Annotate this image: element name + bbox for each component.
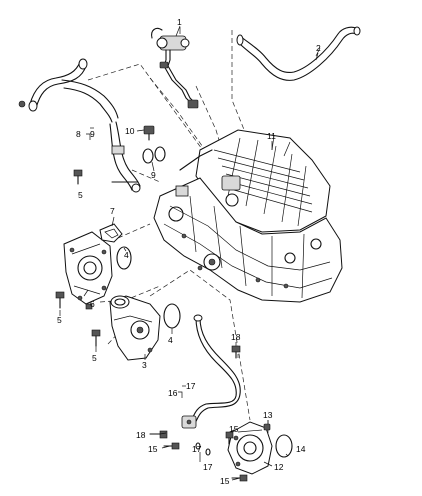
callout-5a: 5 [78, 190, 83, 200]
callout-1: 1 [177, 17, 182, 27]
callout-15a: 15 [148, 444, 158, 454]
part-8-heater-hose [18, 58, 141, 193]
part-17-seals [195, 442, 211, 456]
callout-14: 14 [296, 444, 306, 454]
assembly-lines [87, 30, 269, 440]
callout-5c: 5 [92, 353, 97, 363]
part-7-gasket [99, 223, 123, 243]
callout-12: 12 [274, 462, 284, 472]
part-13-plug [263, 423, 271, 431]
part-10-sensor [143, 125, 155, 141]
callout-2: 2 [316, 43, 321, 53]
callout-17b: 17 [192, 444, 202, 454]
callout-15b: 15 [229, 424, 239, 434]
callout-4a: 4 [124, 250, 129, 260]
part-16-coolant-pipe [181, 314, 241, 429]
callout-17a: 17 [186, 381, 196, 391]
callout-9b: 9 [151, 170, 156, 180]
callout-labels: 1 2 11 10 8 9 9 5 7 4 6 5 4 5 3 18 16 17… [57, 17, 321, 486]
callout-10: 10 [125, 126, 135, 136]
callout-13: 13 [263, 410, 273, 420]
part-4-o-ring-lower [163, 303, 181, 329]
callout-3: 3 [142, 360, 147, 370]
part-4-o-ring-upper [116, 246, 132, 270]
callout-6: 6 [90, 299, 95, 309]
part-11-engine-block [153, 129, 343, 303]
callout-11: 11 [267, 131, 276, 141]
part-14-o-ring [275, 434, 293, 458]
leader-lines [59, 27, 319, 481]
callout-18b: 18 [136, 430, 146, 440]
callout-5b: 5 [57, 315, 62, 325]
part-1-vent-valve [151, 25, 199, 109]
callout-7: 7 [110, 206, 115, 216]
callout-8: 8 [76, 129, 81, 139]
callout-4b: 4 [168, 335, 173, 345]
part-9-o-rings [142, 146, 166, 164]
part-2-coolant-hose [236, 26, 361, 81]
callout-16: 16 [168, 388, 178, 398]
part-6-water-pump [63, 231, 113, 305]
callout-15c: 15 [220, 476, 230, 486]
callout-17c: 17 [203, 462, 213, 472]
callout-18a: 18 [231, 332, 241, 342]
callout-9a: 9 [90, 129, 95, 139]
part-3-thermostat-housing [109, 295, 161, 361]
bolt-icon [55, 169, 248, 482]
part-12-pump-body [227, 421, 273, 475]
